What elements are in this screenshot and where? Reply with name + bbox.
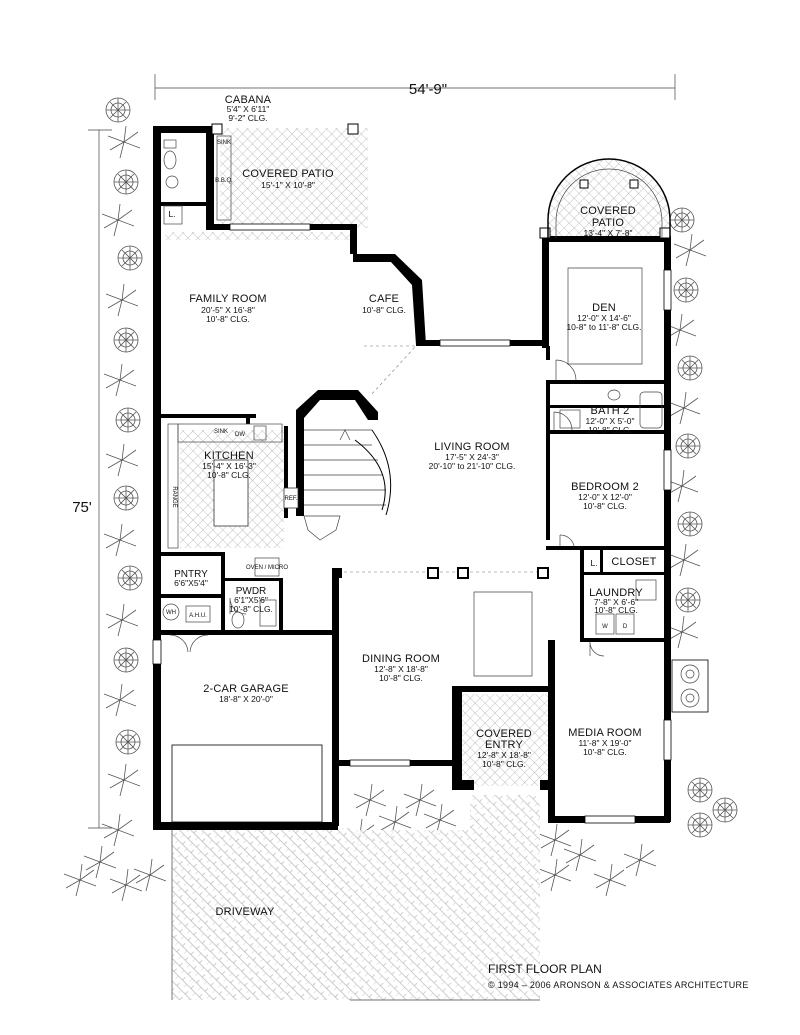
media-room-dim: 11'-8" X 19'-0" — [578, 738, 631, 748]
kitchen-fixtures — [167, 423, 299, 577]
den-dim: 12'-0" X 14'-6" — [577, 313, 631, 323]
cabana-fixtures — [163, 135, 232, 225]
garage-door-outline — [171, 744, 323, 823]
cabana-dim: 5'4" X 6'11" — [227, 104, 270, 114]
laundry-name: LAUNDRY — [589, 587, 643, 599]
dw-label: DW — [235, 432, 245, 438]
doors — [169, 359, 605, 657]
pantry-name: PNTRY — [174, 569, 208, 580]
living-room-dim: 17'-5" X 24'-3" — [445, 452, 499, 462]
cabana-ceiling: 9'-2" CLG. — [228, 113, 267, 123]
oven-label: OVEN / MICRO — [246, 565, 288, 571]
covered-patio-2-floor — [548, 159, 670, 240]
powder-name: PWDR — [236, 586, 267, 597]
laundry-ceiling: 10'-8" CLG. — [594, 605, 638, 615]
range-label: RANGE — [171, 486, 177, 507]
closet-name: CLOSET — [611, 556, 656, 568]
ac-units — [671, 659, 709, 713]
kitchen-dim: 15'-4" X 16'-3" — [202, 461, 256, 471]
powder-ceiling: 10'-8" CLG. — [229, 604, 273, 614]
dining-room-dim: 12'-8" X 18'-8" — [374, 664, 428, 674]
bedroom2-name: BEDROOM 2 — [571, 481, 639, 493]
covered-patio-2-arch — [547, 158, 671, 238]
driveway-name: DRIVEWAY — [215, 906, 275, 918]
den-ceiling: 10-8" to 11'-8" CLG. — [566, 322, 641, 332]
driveway-paving — [172, 828, 350, 1000]
bbq-label: B.B.Q. — [215, 178, 233, 184]
garage-fixtures — [162, 603, 211, 623]
ref-label: REF. — [284, 496, 297, 502]
cabana-name: CABANA — [225, 94, 272, 106]
covered-patio-2-name2: PATIO — [592, 217, 625, 229]
linen-label-bedroom: L. — [590, 558, 597, 568]
kitchen-sink-label: SINK — [214, 429, 228, 435]
bath-fixtures — [231, 389, 663, 629]
wh-label: WH — [166, 610, 176, 616]
cafe-name: CAFE — [369, 293, 399, 305]
plan-title: FIRST FLOOR PLAN — [488, 962, 602, 976]
washer-label: W — [602, 624, 608, 630]
dimension-depth — [88, 129, 112, 829]
laundry-fixtures — [595, 579, 657, 635]
dimension-width-label: 54'-9" — [409, 81, 447, 98]
covered-patio-2-name: COVERED — [580, 205, 636, 217]
family-room-name: FAMILY ROOM — [189, 293, 267, 305]
bedroom2-dim: 12'-0" X 12'-0" — [578, 492, 632, 502]
dimension-depth-label: 75' — [72, 499, 92, 516]
garage-name: 2-CAR GARAGE — [203, 683, 289, 695]
bath2-dim: 12'-0" X 5'-0" — [586, 416, 635, 426]
dimension-width — [154, 74, 676, 100]
front-walk — [350, 795, 540, 1000]
family-room-sill — [165, 232, 355, 240]
covered-patio-2-arch-inner — [555, 168, 663, 238]
covered-patio-dim: 15'-1" X 10'-8" — [261, 180, 315, 190]
laundry-dim: 7'-8" X 6'-6" — [594, 597, 638, 607]
sink-label: SINK — [217, 140, 231, 146]
dining-room-ceiling: 10'-8" CLG. — [379, 673, 423, 683]
ahu-label: A.H.U. — [189, 613, 207, 619]
ceiling-lines — [338, 267, 643, 677]
linen-label-cabana: L. — [168, 209, 175, 219]
bath2-name: BATH 2 — [591, 405, 630, 417]
covered-patio-2-dim: 13'-4" X 7'-8" — [584, 228, 633, 238]
covered-entry-name2: ENTRY — [485, 739, 524, 751]
living-room-name: LIVING ROOM — [434, 441, 510, 453]
dining-room-name: DINING ROOM — [362, 653, 440, 665]
garage-dim: 18'-8" X 20'-0" — [219, 694, 273, 704]
kitchen-ceiling: 10'-8" CLG. — [207, 470, 251, 480]
media-room-ceiling: 10'-8" CLG. — [583, 747, 627, 757]
living-room-ceiling: 20'-10" to 21'-10" CLG. — [429, 461, 516, 471]
covered-entry-ceiling: 10'-8" CLG. — [482, 759, 526, 769]
media-room-name: MEDIA ROOM — [568, 727, 642, 739]
cafe-ceiling: 10'-8" CLG. — [362, 305, 406, 315]
family-room-dim: 20'-5" X 16'-8" — [201, 305, 255, 315]
bedroom2-ceiling: 10'-8" CLG. — [583, 501, 627, 511]
powder-dim: 6'1"X5'6" — [234, 595, 268, 605]
covered-patio-name: COVERED PATIO — [242, 168, 334, 180]
covered-entry-floor — [462, 694, 550, 786]
covered-entry-dim: 12'-8" X 18'-8" — [477, 750, 531, 760]
patio-posts — [211, 123, 671, 239]
family-room-ceiling: 10'-8" CLG. — [206, 314, 250, 324]
columns — [332, 567, 549, 579]
bath2-ceiling: 10'-8" CLG. — [588, 425, 632, 435]
covered-patio-floor — [220, 128, 368, 228]
pantry-dim: 6'6"X5'4" — [174, 578, 208, 588]
copyright: © 1994 – 2006 ARONSON & ASSOCIATES ARCHI… — [488, 980, 749, 990]
interior-walls — [161, 202, 664, 642]
kitchen-name: KITCHEN — [204, 450, 254, 462]
dryer-label: D — [623, 624, 628, 630]
den-name: DEN — [592, 302, 616, 314]
covered-entry-name: COVERED — [476, 728, 532, 740]
windows — [152, 223, 672, 824]
staircase — [296, 390, 392, 541]
